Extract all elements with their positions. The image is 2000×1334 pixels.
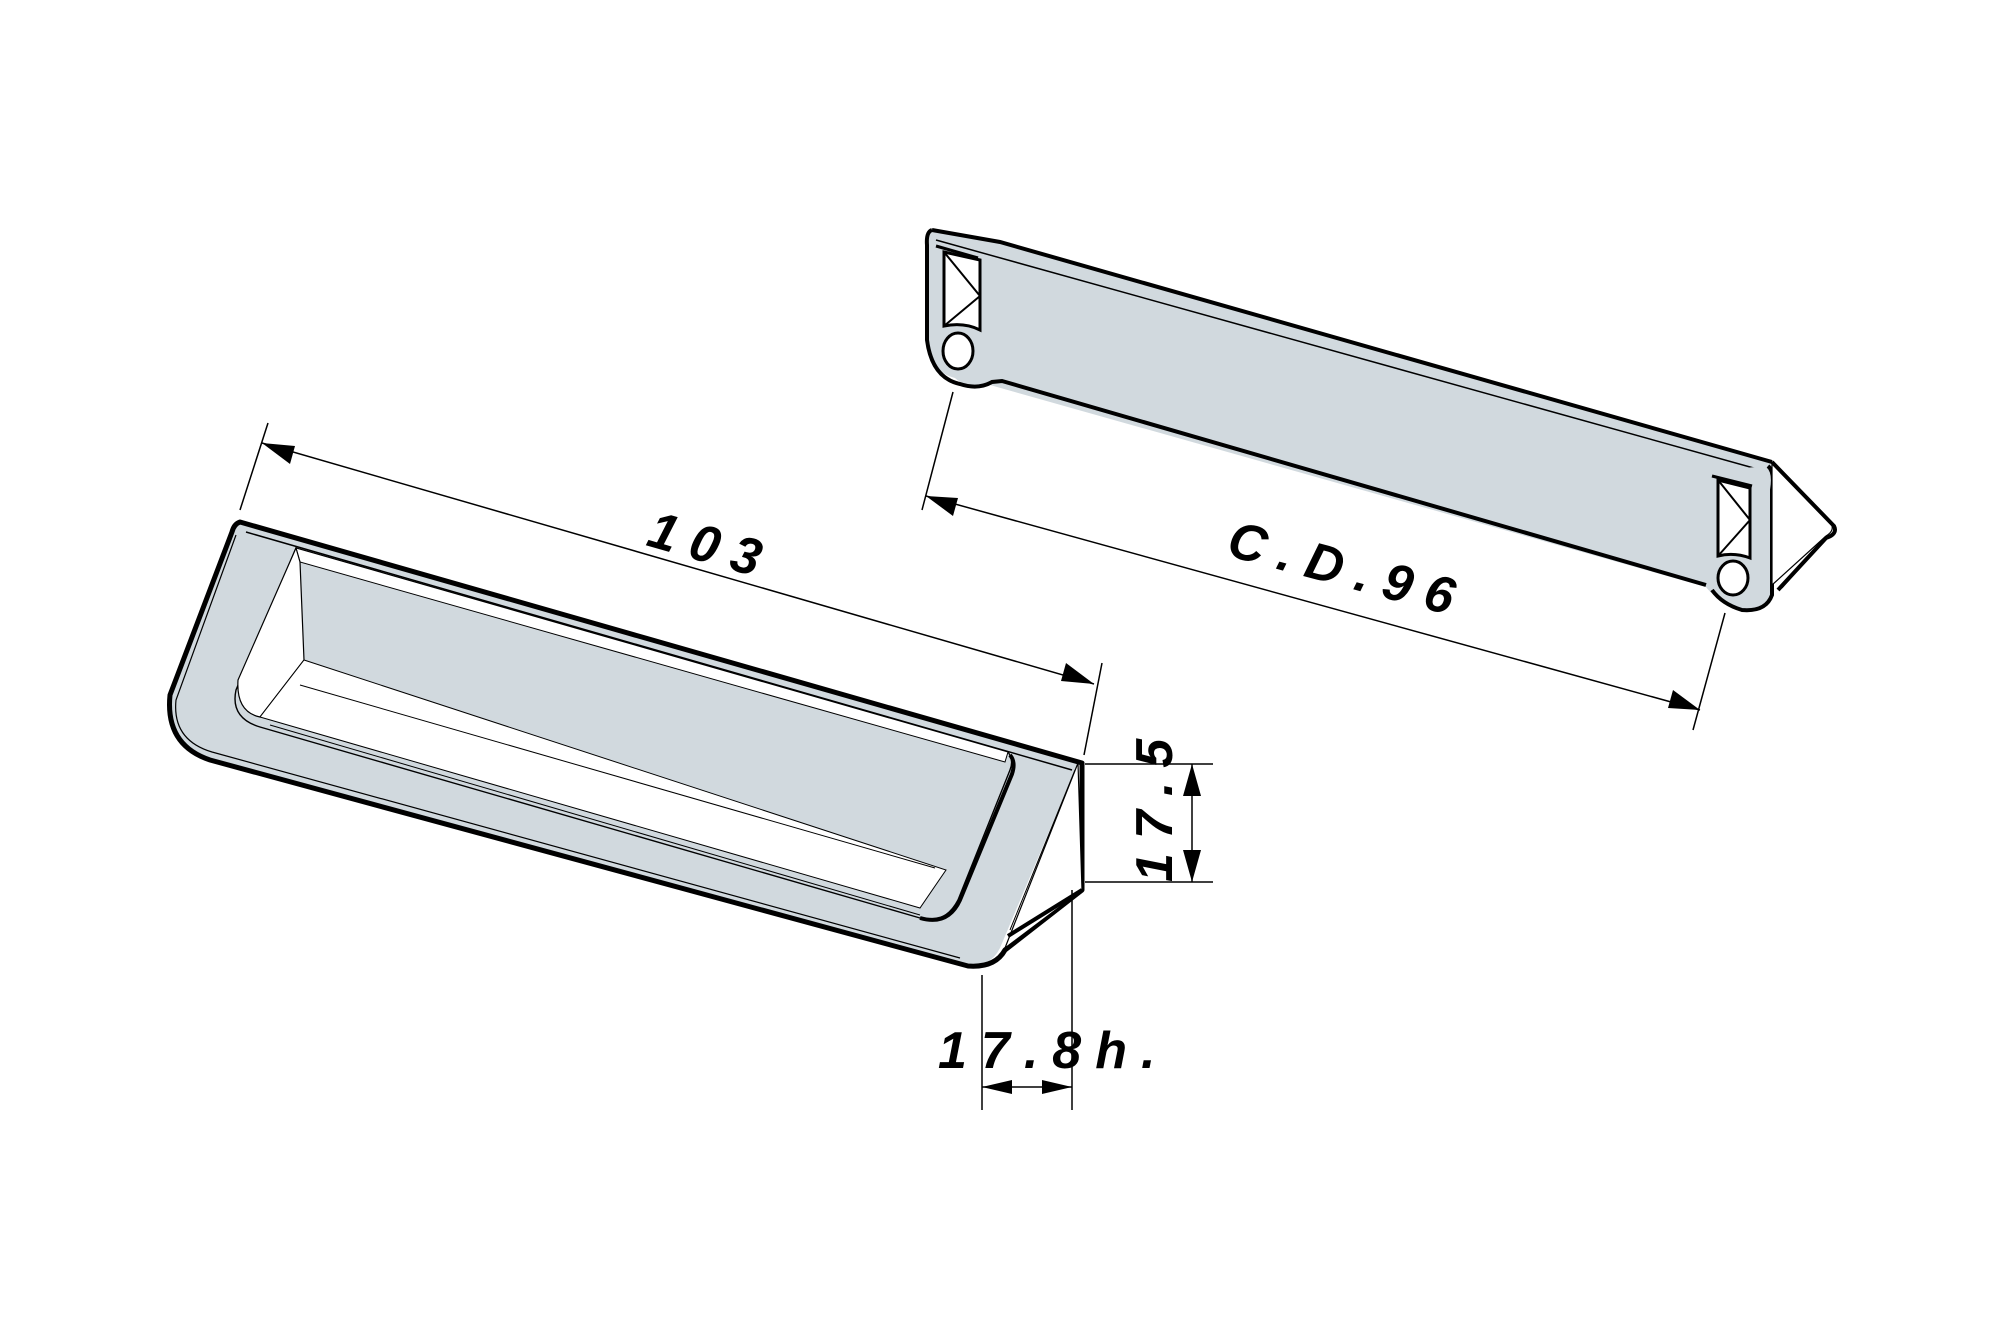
length-dimension-label: 103 — [642, 501, 782, 592]
front-handle-view — [167, 519, 1085, 969]
height-dimension-label: 17.5 — [1126, 725, 1184, 882]
rear-handle-view — [924, 228, 1837, 613]
dimension-height: 17.5 — [1085, 725, 1213, 883]
dimension-depth: 17.8h. — [938, 890, 1169, 1110]
depth-dimension-label: 17.8h. — [938, 1022, 1169, 1080]
